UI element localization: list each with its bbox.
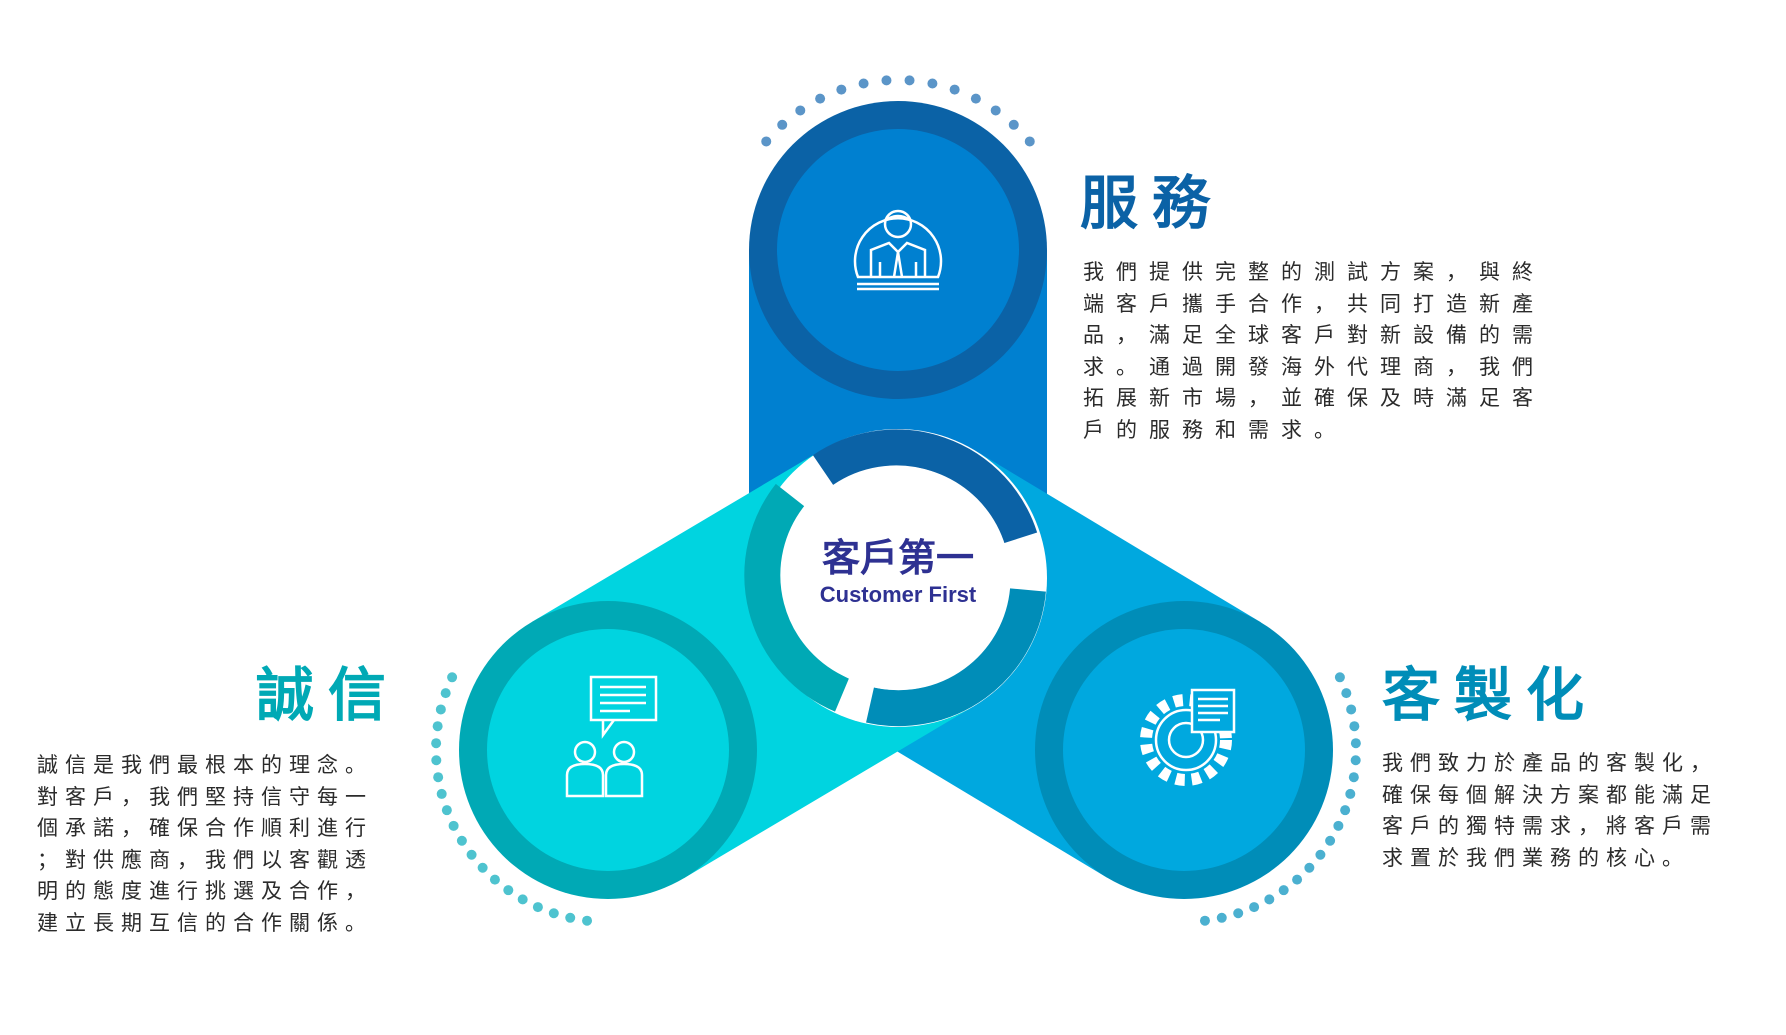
cycle-arc-right <box>866 587 1046 727</box>
dot <box>990 105 1001 116</box>
customization-circle <box>1035 601 1333 899</box>
customization-line: 我們致力於產品的客製化， <box>1382 751 1718 775</box>
customization-dotted-arc <box>1199 672 1361 926</box>
center-title: 客戶第一 <box>821 536 974 580</box>
integrity-description: 誠信是我們最根本的理念。 對客戶，我們堅持信守每一 個承諾，確保合作順利進行 ；… <box>37 750 373 939</box>
customer-service-person-icon <box>853 209 943 291</box>
dot <box>548 908 559 919</box>
service-line: 求。通過開發海外代理商，我們 <box>1083 354 1545 379</box>
service-dotted-arc <box>761 75 1035 147</box>
dot <box>1340 805 1351 816</box>
cycle-arc-left <box>744 483 850 712</box>
people-conversation-icon <box>565 675 658 798</box>
service-line: 戶的服務和需求。 <box>1083 417 1347 442</box>
dot <box>1199 915 1210 926</box>
dot <box>881 75 892 86</box>
dot <box>1350 738 1361 749</box>
customization-line: 確保每個解決方案都能滿足 <box>1382 782 1718 807</box>
integrity-circle <box>459 601 757 899</box>
gear-document-icon <box>1140 688 1236 786</box>
dot <box>1325 835 1336 846</box>
dot <box>815 93 826 104</box>
integrity-line: ；對供應商，我們以客觀透 <box>37 847 373 872</box>
dot <box>1334 672 1345 683</box>
dot <box>1349 721 1360 732</box>
dot <box>447 672 458 683</box>
dot <box>448 820 459 831</box>
dot <box>431 755 442 766</box>
dot <box>761 136 772 147</box>
dot <box>1315 849 1326 860</box>
service-line: 端客戶攜手合作，共同打造新產 <box>1083 291 1545 316</box>
service-description: 我們提供完整的測試方案，與終 端客戶攜手合作，共同打造新產 品，滿足全球客戶對新… <box>1083 257 1545 446</box>
dot <box>456 835 467 846</box>
integrity-line: 誠信是我們最根本的理念。 <box>37 753 373 777</box>
dot <box>532 902 543 913</box>
dot <box>431 738 442 749</box>
dot <box>1278 885 1289 896</box>
customization-description: 我們致力於產品的客製化， 確保每個解決方案都能滿足 客戶的獨特需求，將客戶需 求… <box>1382 748 1718 874</box>
dot <box>1008 119 1019 130</box>
dot <box>565 912 576 923</box>
dot <box>435 704 446 715</box>
dot <box>970 93 981 104</box>
dot <box>441 805 452 816</box>
dot <box>1249 902 1260 913</box>
service-heading: 服務 <box>1080 169 1225 237</box>
dot <box>1345 788 1356 799</box>
dot <box>436 788 447 799</box>
service-line: 我們提供完整的測試方案，與終 <box>1083 260 1545 284</box>
dot <box>795 105 806 116</box>
center-subtitle: Customer First <box>819 582 977 607</box>
dot <box>1216 912 1227 923</box>
dot <box>836 84 847 95</box>
dot <box>517 894 528 905</box>
dot <box>1350 755 1361 766</box>
dot <box>582 915 593 926</box>
customization-line: 客戶的獨特需求，將客戶需 <box>1382 814 1718 838</box>
dot <box>949 84 960 95</box>
dot <box>1233 908 1244 919</box>
customization-heading: 客製化 <box>1382 661 1599 729</box>
dot <box>1024 136 1035 147</box>
service-line: 品，滿足全球客戶對新設備的需 <box>1083 323 1545 347</box>
integrity-heading: 誠信 <box>256 661 401 729</box>
integrity-line: 建立長期互信的合作關係。 <box>37 910 373 935</box>
dot <box>1341 688 1352 699</box>
cycle-arc-top <box>812 429 1038 544</box>
dot <box>1333 820 1344 831</box>
dot <box>1264 894 1275 905</box>
integrity-line: 個承諾，確保合作順利進行 <box>37 816 373 840</box>
dot <box>432 721 443 732</box>
dot <box>433 772 444 783</box>
service-circle <box>749 101 1047 399</box>
dot <box>1292 874 1303 885</box>
dot <box>489 874 500 885</box>
dot <box>503 885 514 896</box>
dot <box>1304 862 1315 873</box>
integrity-dotted-arc <box>431 672 593 926</box>
dot <box>858 78 869 89</box>
dot <box>1346 704 1357 715</box>
customization-line: 求置於我們業務的核心。 <box>1382 845 1690 870</box>
center-cycle-ring <box>744 429 1047 727</box>
service-line: 拓展新市場，並確保及時滿足客 <box>1083 386 1545 410</box>
integrity-line: 對客戶，我們堅持信守每一 <box>37 784 373 809</box>
dot <box>477 862 488 873</box>
integrity-line: 明的態度進行挑選及合作， <box>37 879 373 903</box>
dot <box>440 688 451 699</box>
dot <box>466 849 477 860</box>
dot <box>927 78 938 89</box>
dot <box>777 119 788 130</box>
dot <box>1348 772 1359 783</box>
dot <box>904 75 915 86</box>
